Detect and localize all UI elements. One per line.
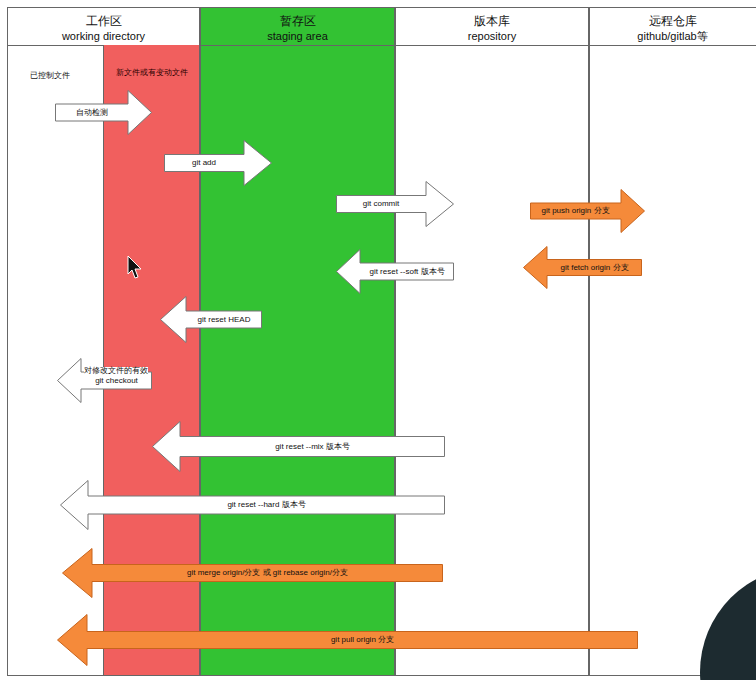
text-slot: git fetch origin 分支: [547, 260, 642, 276]
arrow-outline: [56, 91, 152, 135]
text-slot: git merge origin/分支 或 git rebase origin/…: [92, 565, 443, 582]
header-divider: [590, 45, 756, 46]
command-arrow: 对修改文件的有效 git checkout: [57, 358, 152, 403]
column-heading: working directory: [62, 30, 145, 43]
column-heading: staging area: [267, 30, 328, 43]
arrow-outline: [58, 359, 152, 403]
text-slot: git reset --soft 版本号: [360, 263, 454, 280]
arrow-note: 对修改文件的有效: [84, 367, 148, 375]
arrow-outline: [337, 182, 454, 227]
text-slot: 暂存区: [201, 11, 394, 29]
presenter-avatar: [700, 567, 756, 680]
command-label: git checkout: [95, 377, 138, 385]
command-label: git reset --mix 版本号: [275, 443, 350, 451]
command-label: git push origin 分支: [541, 207, 609, 215]
text-slot: 工作区: [8, 11, 199, 29]
text-slot: git reset --hard 版本号: [88, 496, 445, 514]
arrow-outline: [58, 615, 638, 666]
arrow-outline: [161, 297, 262, 343]
text-slot: 已控制文件: [30, 64, 70, 82]
text-slot: 新文件或有变动文件: [104, 61, 199, 79]
command-label: git add: [192, 159, 216, 167]
command-arrow: git pull origin 分支: [57, 614, 638, 666]
remote-repository-column: 远程仓库 github/gitlab等: [589, 7, 756, 676]
text-slot: git pull origin 分支: [87, 632, 638, 649]
arrow-outline: [165, 141, 272, 186]
command-label: 自动检测: [76, 109, 108, 117]
text-slot: 自动检测: [55, 104, 128, 121]
arrow-outline: [153, 422, 445, 472]
command-label: git commit: [363, 200, 399, 208]
command-label: git fetch origin 分支: [560, 264, 628, 272]
mouse-cursor: [128, 256, 141, 278]
text-slot: git commit: [336, 196, 426, 213]
text-slot: git push origin 分支: [530, 203, 621, 219]
arrow-outline: [337, 250, 454, 294]
command-arrow: git merge origin/分支 或 git rebase origin/…: [62, 548, 443, 598]
header-divider: [201, 45, 394, 46]
command-label: git merge origin/分支 或 git rebase origin/…: [187, 569, 348, 577]
command-label: git pull origin 分支: [331, 636, 394, 644]
column-heading: 版本库: [474, 14, 510, 28]
arrow-shape: [164, 140, 272, 186]
text-slot: working directory: [8, 26, 199, 44]
text-slot: 远程仓库: [590, 11, 755, 29]
command-arrow: git push origin 分支: [530, 189, 645, 233]
text-slot: 版本库: [396, 11, 588, 29]
arrow-outline: [61, 481, 445, 530]
area-note: 已控制文件: [30, 71, 70, 81]
command-arrow: git reset --hard 版本号: [60, 480, 445, 530]
column-heading: repository: [468, 30, 516, 43]
command-label: git reset --hard 版本号: [227, 501, 305, 509]
header-divider: [396, 45, 588, 46]
command-arrow: git reset --soft 版本号: [336, 249, 454, 294]
text-slot: 对修改文件的有效: [84, 359, 148, 377]
column-heading: 暂存区: [280, 14, 316, 28]
text-slot: staging area: [201, 26, 394, 44]
command-arrow: git reset --mix 版本号: [152, 421, 445, 472]
text-slot: github/gitlab等: [590, 26, 755, 44]
command-arrow: git add: [164, 140, 272, 186]
text-slot: git add: [164, 155, 244, 172]
text-slot: git reset HEAD: [186, 311, 262, 328]
column-heading: 远程仓库: [649, 14, 697, 28]
text-slot: repository: [396, 26, 588, 44]
command-arrow: 自动检测: [55, 90, 152, 135]
command-arrow: git commit: [336, 181, 454, 227]
command-label: git reset HEAD: [198, 316, 251, 324]
text-slot: git reset --mix 版本号: [180, 437, 445, 457]
command-label: git reset --soft 版本号: [369, 268, 444, 276]
arrow-outline: [531, 190, 645, 233]
area-note: 新文件或有变动文件: [116, 68, 188, 77]
column-heading: 工作区: [86, 14, 122, 28]
command-arrow: git fetch origin 分支: [523, 246, 642, 289]
command-arrow: git reset HEAD: [160, 296, 262, 343]
column-heading: github/gitlab等: [637, 30, 707, 43]
arrow-outline: [524, 247, 642, 289]
arrow-outline: [63, 549, 443, 598]
